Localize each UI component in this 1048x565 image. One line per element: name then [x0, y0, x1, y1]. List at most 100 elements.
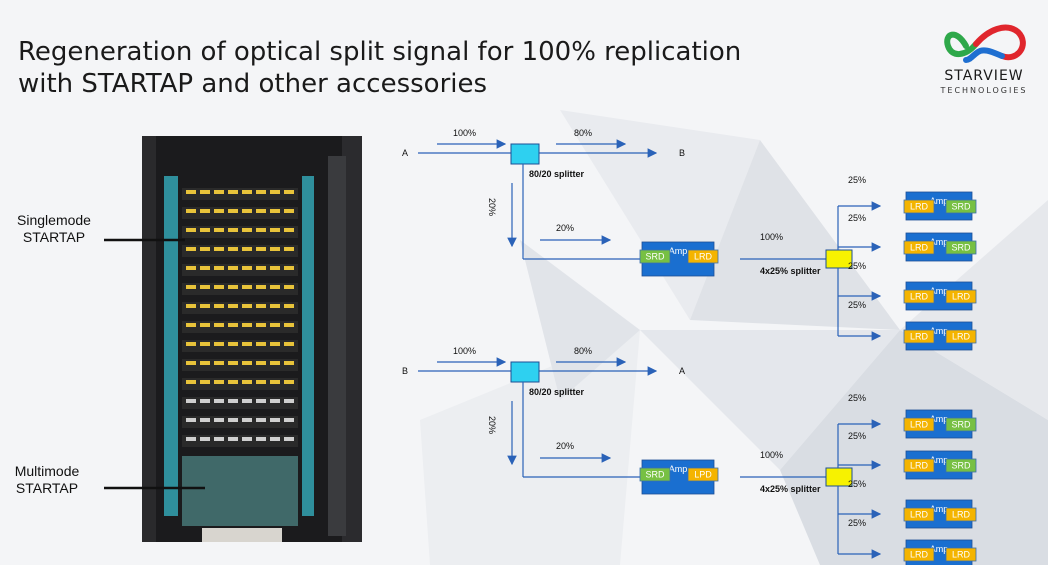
patch-cable [284, 266, 294, 270]
patch-cable [242, 380, 252, 384]
patch-panel [182, 378, 298, 390]
diagram-1-main-right-module-label: LPD [694, 470, 712, 480]
patch-cable [270, 266, 280, 270]
patch-panel [182, 435, 298, 447]
multimode-label: Multimode STARTAP [2, 463, 92, 497]
patch-cable [242, 418, 252, 422]
patch-cable [214, 323, 224, 327]
patch-cable [214, 361, 224, 365]
patch-cable [214, 285, 224, 289]
diagram-1-input-label: B [402, 366, 408, 376]
patch-cable [186, 209, 196, 213]
diagram-0-branch-3-amp-label: Amp [930, 326, 949, 336]
patch-panel [182, 302, 298, 314]
logo-name: STARVIEW [944, 68, 1024, 84]
patch-cable [200, 361, 210, 365]
diagram-0-branch-1-right-module-label: SRD [951, 243, 971, 253]
patch-panel-rows [182, 188, 298, 447]
diagram-1-branch-2-pct: 25% [848, 479, 866, 489]
patch-cable [242, 247, 252, 251]
patch-panel [182, 359, 298, 371]
patch-cable [200, 247, 210, 251]
diagram-1-branch-3-amp-label: Amp [930, 544, 949, 554]
patch-cable [256, 380, 266, 384]
patch-cable [270, 418, 280, 422]
diagram-1-branch-2-right-module-label: LRD [952, 510, 971, 520]
patch-cable [214, 266, 224, 270]
diagram-0-branch-1-left-module-label: LRD [910, 243, 929, 253]
patch-cable [200, 323, 210, 327]
diagram-1-branch-3-left-module-label: LRD [910, 550, 929, 560]
patch-cable [256, 285, 266, 289]
patch-panel [182, 321, 298, 333]
diagram-1-branch-0-right-module [945, 417, 977, 432]
patch-panel [182, 397, 298, 409]
rack-photo [142, 136, 362, 542]
patch-cable [242, 361, 252, 365]
diagram-0-splitter-label: 80/20 splitter [529, 169, 585, 179]
patch-cable [284, 399, 294, 403]
diagram-1-input-pct: 100% [453, 346, 476, 356]
diagram-1-main-right-module [687, 467, 719, 482]
diagram-0-tap-pct-2: 20% [556, 223, 574, 233]
diagram-1-branch-2-right-module [945, 507, 977, 522]
diagram-1-splitter-label: 80/20 splitter [529, 387, 585, 397]
patch-cable [186, 285, 196, 289]
patch-cable [270, 285, 280, 289]
patch-cable [228, 209, 238, 213]
diagram-1-splitter4-label: 4x25% splitter [760, 484, 821, 494]
patch-cable [256, 209, 266, 213]
diagram-1-branch-3-right-module-label: LRD [952, 550, 971, 560]
title-line-2: with STARTAP and other accessories [18, 69, 488, 99]
diagram-1-branch-3-pct: 25% [848, 518, 866, 528]
diagram-0-splitter4-label: 4x25% splitter [760, 266, 821, 276]
diagram-1-4x25-splitter [825, 467, 853, 487]
diagram-0-branch-1-pct: 25% [848, 213, 866, 223]
diagram-0-branch-0-left-module-label: LRD [910, 202, 929, 212]
patch-cable [200, 342, 210, 346]
patch-cable [242, 228, 252, 232]
patch-cable [284, 228, 294, 232]
patch-cable [242, 323, 252, 327]
diagram-1-branch-1-right-module-label: SRD [951, 461, 971, 471]
diagram-1-branch-0-pct: 25% [848, 393, 866, 403]
diagram-0-branch-1-amp-label: Amp [930, 237, 949, 247]
patch-cable [228, 418, 238, 422]
patch-panel [182, 283, 298, 295]
diagram-1-branch-1-left-module-label: LRD [910, 461, 929, 471]
patch-cable [242, 285, 252, 289]
patch-cable [242, 266, 252, 270]
patch-panel [182, 340, 298, 352]
patch-cable [242, 437, 252, 441]
patch-cable [186, 247, 196, 251]
diagram-1-branch-1-amp-label: Amp [930, 455, 949, 465]
patch-cable [228, 342, 238, 346]
diagram-0-branch-0-right-module [945, 199, 977, 214]
patch-cable [186, 304, 196, 308]
patch-cable [186, 266, 196, 270]
patch-cable [186, 437, 196, 441]
diagram-0-branch-0-left-module [903, 199, 935, 214]
patch-cable [200, 266, 210, 270]
patch-cable [214, 380, 224, 384]
patch-cable [284, 418, 294, 422]
diagram-0-branch-1-right-module [945, 240, 977, 255]
patch-cable [256, 437, 266, 441]
patch-cable [228, 190, 238, 194]
diagram-1-branch-2-left-module-label: LRD [910, 510, 929, 520]
patch-cable [200, 380, 210, 384]
patch-cable [228, 361, 238, 365]
patch-cable [284, 285, 294, 289]
diagram-0-input-pct: 100% [453, 128, 476, 138]
diagram-0-branch-3-right-module [945, 329, 977, 344]
diagram-1-80-20-splitter [510, 361, 540, 383]
patch-cable [256, 323, 266, 327]
patch-panel [182, 188, 298, 200]
diagram-0-output-pct: 80% [574, 128, 592, 138]
patch-cable [256, 342, 266, 346]
diagram-1-branch-3-right-module [945, 547, 977, 562]
multimode-label-line-2: STARTAP [15, 480, 79, 496]
diagram-0-branch-2-pct: 25% [848, 261, 866, 271]
patch-cable [242, 342, 252, 346]
